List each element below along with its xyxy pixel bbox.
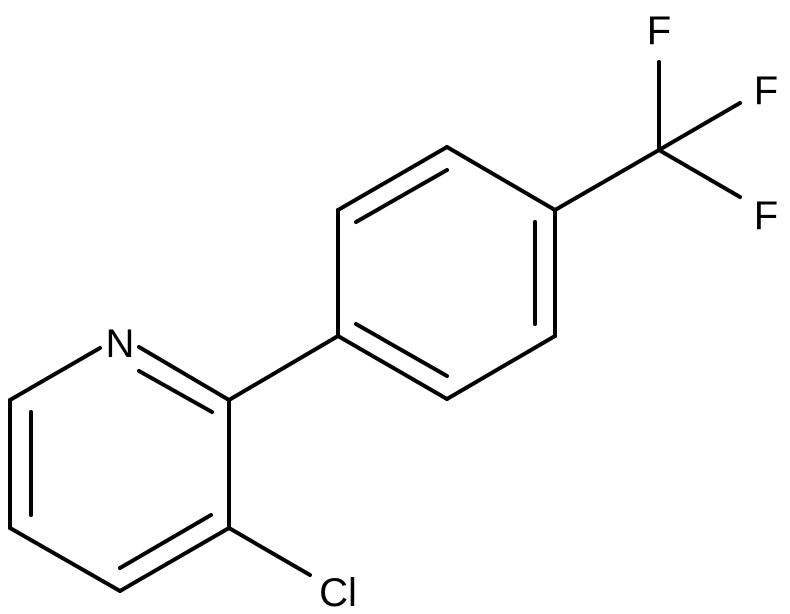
pyridine-ring [8,345,231,593]
atom-label-fluorine-lower: F [754,194,778,238]
atom-label-nitrogen: N [106,322,135,366]
bond-c4-c5 [8,526,122,593]
atom-label-chlorine: Cl [319,571,357,614]
trifluoromethyl-group [553,60,742,212]
atom-label-fluorine-top: F [647,9,671,53]
bond-c-f-right [657,101,742,152]
bond-c-f-lower [657,148,742,199]
bond-c3-c4-double [118,526,231,593]
bond-c6-n [8,346,102,402]
bond-ph6-ph1-inner [354,322,449,378]
bond-ph5-ph6 [445,334,557,401]
bond-n-c2-double [137,345,231,402]
bond-ph3-ph4 [445,145,557,212]
bond-c3-c4-inner [118,513,213,570]
bond-ph2-ph3-double [336,145,449,212]
atom-label-fluorine-right: F [754,69,778,113]
bond-ph6-ph1-double [336,334,449,401]
bond-ph2-ph3-inner [354,168,449,224]
bond-n-c2-inner [137,369,214,414]
bond-biaryl [227,334,340,402]
bond-ph4-cf3 [553,148,661,212]
phenyl-ring [336,145,557,401]
bond-c3-cl [227,526,312,577]
